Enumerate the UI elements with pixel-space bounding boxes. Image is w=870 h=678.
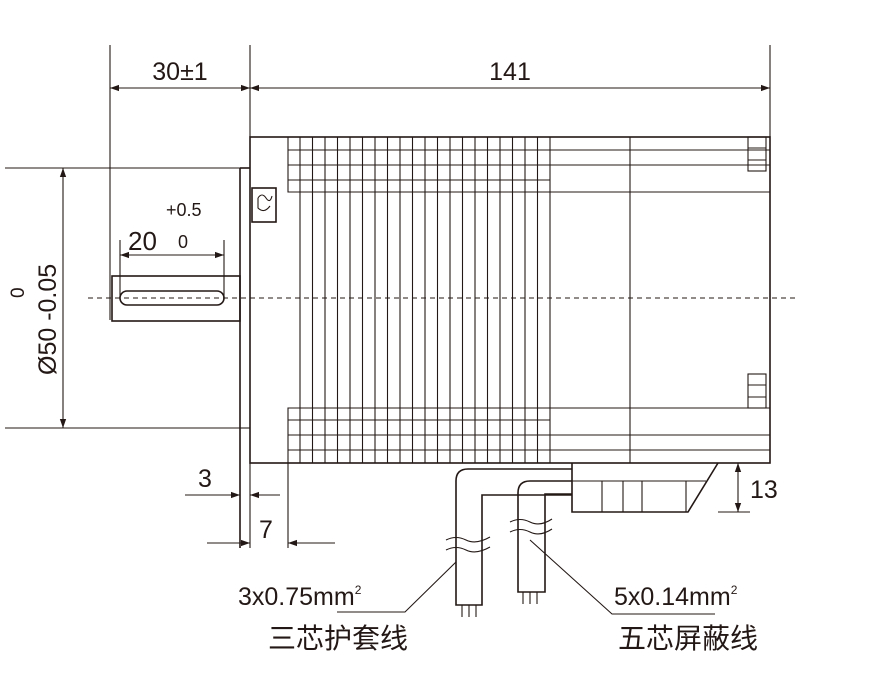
cable-connector: 13 xyxy=(571,462,778,513)
flange-dimensions: 3 7 xyxy=(185,463,335,548)
flange-offset-label: 7 xyxy=(259,516,273,544)
cable1-spec: 3x0.75mm2 xyxy=(238,583,362,611)
cable1-description: 三芯护套线 xyxy=(268,623,408,654)
keyway-length-label: 20 xyxy=(128,226,157,256)
flange-thickness-label: 3 xyxy=(198,465,212,493)
cable2-description: 五芯屏蔽线 xyxy=(618,623,758,654)
shaft: 20 +0.5 0 xyxy=(88,200,796,322)
shaft-diameter-tol-upper: 0 xyxy=(8,287,29,298)
shaft-length-label: 30±1 xyxy=(152,58,207,86)
connector-height-label: 13 xyxy=(750,476,778,504)
cable2-spec: 5x0.14mm2 xyxy=(614,583,738,611)
keyway-tol-lower: 0 xyxy=(178,232,188,252)
top-dimensions: 30±1 141 xyxy=(109,45,771,320)
keyway-tol-upper: +0.5 xyxy=(166,200,202,220)
diameter-dimension: Ø50 -0.05 0 xyxy=(5,167,240,429)
cables: 3x0.75mm2 三芯护套线 5x0.14mm2 五芯屏蔽线 xyxy=(238,468,758,654)
motor-body xyxy=(239,136,771,548)
body-length-label: 141 xyxy=(489,58,531,86)
shaft-diameter-label: Ø50 -0.05 xyxy=(34,264,62,375)
